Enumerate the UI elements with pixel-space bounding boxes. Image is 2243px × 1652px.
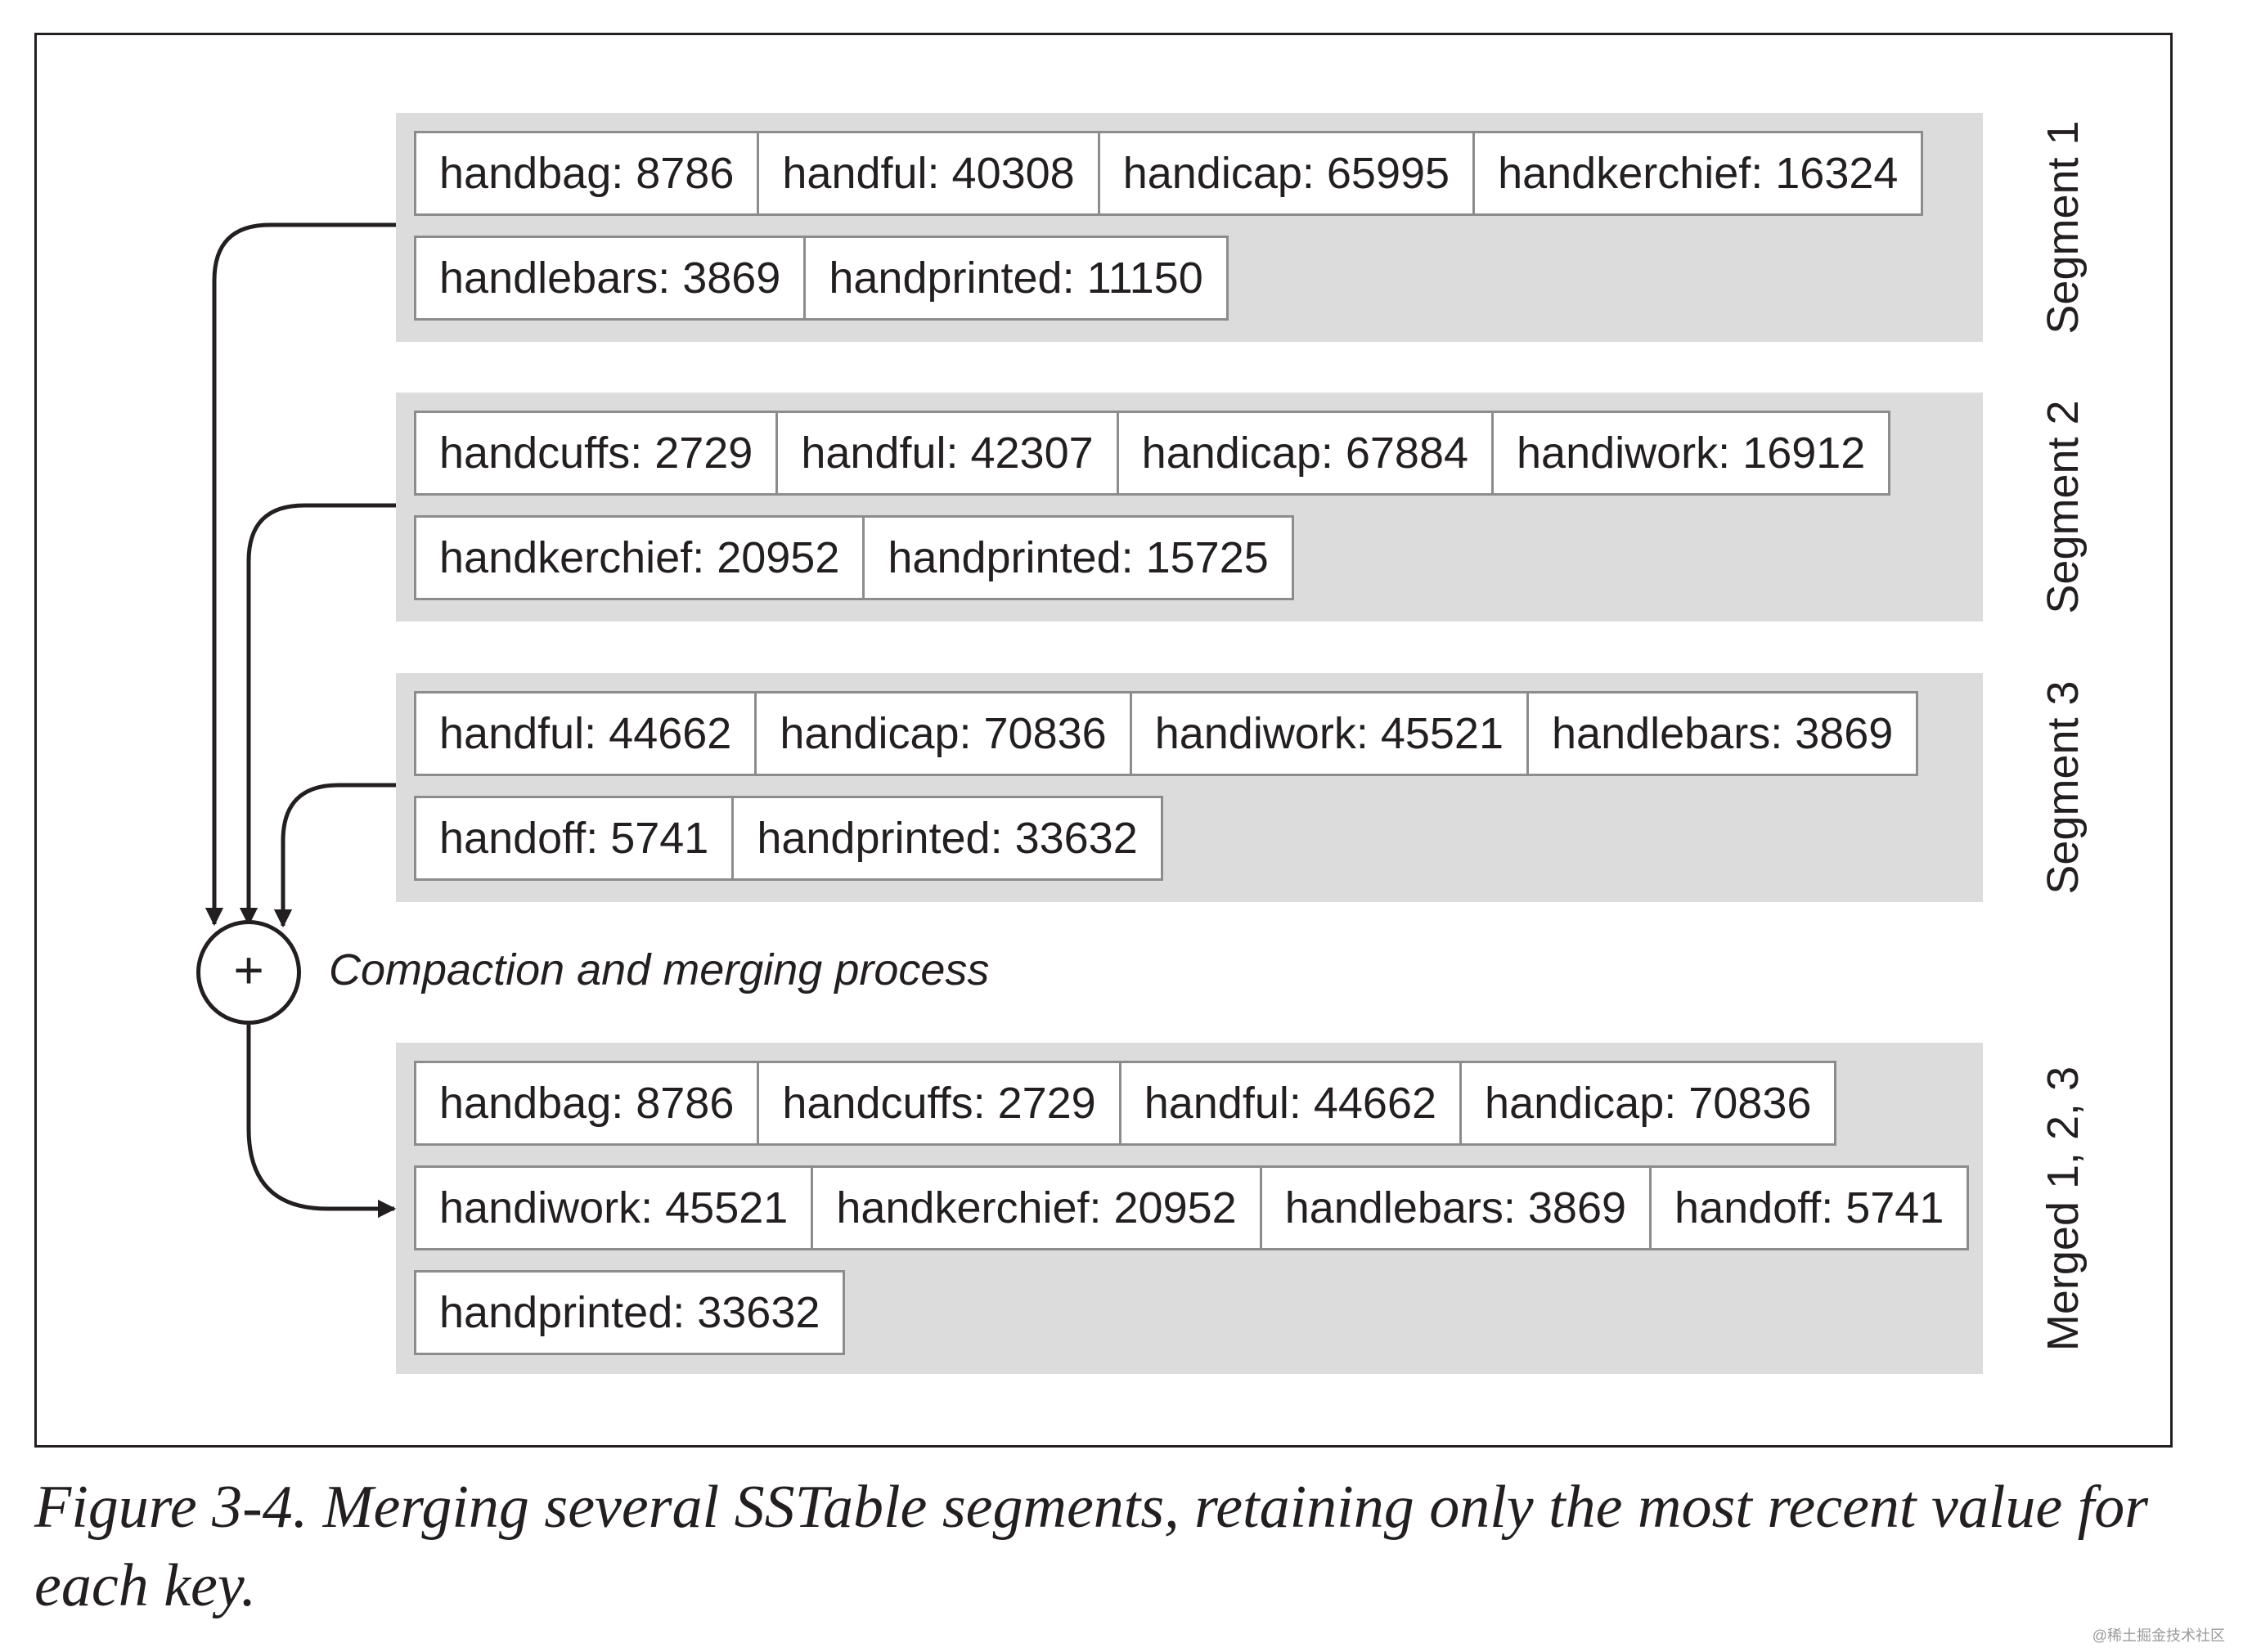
segment-1-block: handbag: 8786 handful: 40308 handicap: 6… xyxy=(396,113,2088,342)
arrow-from-segment-1 xyxy=(205,222,396,927)
key-value-cell: handful: 42307 xyxy=(775,411,1119,496)
segment-row: handbag: 8786 handcuffs: 2729 handful: 4… xyxy=(414,1061,1837,1146)
key-value-cell: handlebars: 3869 xyxy=(1259,1165,1652,1250)
segment-row: handcuffs: 2729 handful: 42307 handicap:… xyxy=(414,411,1891,496)
key-value-cell: handcuffs: 2729 xyxy=(414,411,779,496)
key-value-cell: handful: 40308 xyxy=(757,131,1100,216)
key-value-cell: handicap: 65995 xyxy=(1097,131,1476,216)
segment-3-block: handful: 44662 handicap: 70836 handiwork… xyxy=(396,673,2088,902)
key-value-cell: handbag: 8786 xyxy=(414,1061,760,1146)
key-value-cell: handful: 44662 xyxy=(1118,1061,1463,1146)
segment-2-block: handcuffs: 2729 handful: 42307 handicap:… xyxy=(396,393,2088,622)
arrow-from-segment-3 xyxy=(273,783,396,928)
segment-row: handiwork: 45521 handkerchief: 20952 han… xyxy=(414,1165,1970,1250)
key-value-cell: handicap: 67884 xyxy=(1116,411,1495,496)
figure-caption: Figure 3-4. Merging several SSTable segm… xyxy=(34,1474,2149,1619)
key-value-cell: handbag: 8786 xyxy=(414,131,760,216)
key-value-cell: handlebars: 3869 xyxy=(414,236,807,321)
key-value-cell: handkerchief: 20952 xyxy=(414,515,865,600)
key-value-cell: handprinted: 33632 xyxy=(414,1270,846,1355)
key-value-cell: handkerchief: 20952 xyxy=(811,1165,1262,1250)
key-value-cell: handiwork: 45521 xyxy=(1129,691,1529,776)
key-value-cell: handiwork: 16912 xyxy=(1491,411,1891,496)
key-value-cell: handprinted: 11150 xyxy=(803,236,1229,321)
figure-frame xyxy=(34,33,2173,1448)
segment-row: handlebars: 3869 handprinted: 11150 xyxy=(414,236,1229,321)
segment-row: handoff: 5741 handprinted: 33632 xyxy=(414,796,1163,881)
merge-plus-icon: + xyxy=(196,920,301,1025)
arrow-to-merged xyxy=(246,1025,397,1219)
segment-row: handkerchief: 20952 handprinted: 15725 xyxy=(414,515,1294,600)
key-value-cell: handicap: 70836 xyxy=(1459,1061,1837,1146)
key-value-cell: handoff: 5741 xyxy=(1649,1165,1970,1250)
key-value-cell: handkerchief: 16324 xyxy=(1472,131,1924,216)
merged-segment-block: handbag: 8786 handcuffs: 2729 handful: 4… xyxy=(396,1043,2088,1374)
key-value-cell: handprinted: 15725 xyxy=(862,515,1294,600)
process-label: Compaction and merging process xyxy=(329,945,990,994)
key-value-cell: handiwork: 45521 xyxy=(414,1165,814,1250)
key-value-cell: handlebars: 3869 xyxy=(1526,691,1919,776)
key-value-cell: handcuffs: 2729 xyxy=(757,1061,1122,1146)
key-value-cell: handoff: 5741 xyxy=(414,796,735,881)
arrow-from-segment-2 xyxy=(239,503,396,927)
key-value-cell: handicap: 70836 xyxy=(754,691,1132,776)
key-value-cell: handprinted: 33632 xyxy=(731,796,1163,881)
key-value-cell: handful: 44662 xyxy=(414,691,757,776)
watermark: @稀土掘金技术社区 xyxy=(2092,1627,2225,1644)
segment-row: handbag: 8786 handful: 40308 handicap: 6… xyxy=(414,131,1924,216)
segment-row: handprinted: 33632 xyxy=(414,1270,846,1355)
segment-row: handful: 44662 handicap: 70836 handiwork… xyxy=(414,691,1919,776)
